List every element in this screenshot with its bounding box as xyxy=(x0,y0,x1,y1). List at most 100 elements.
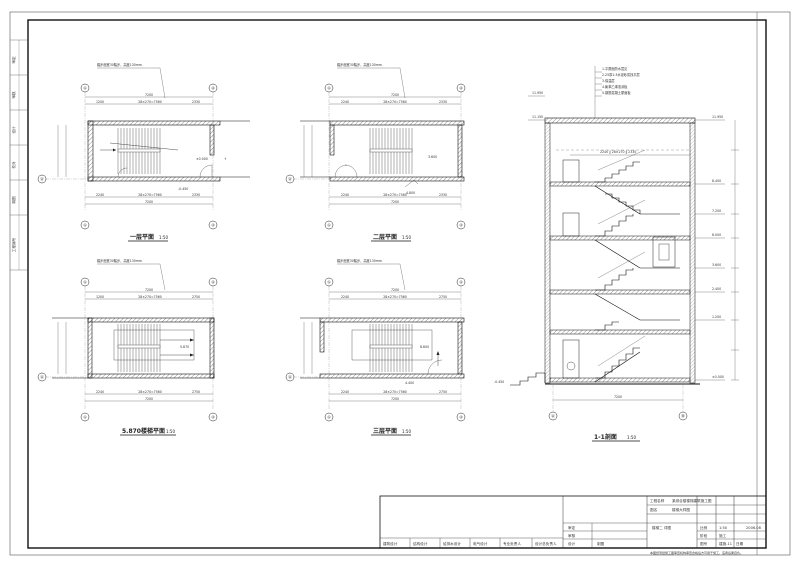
level-mark: 11.950 xyxy=(532,91,543,95)
level-mark: -0.450 xyxy=(178,187,188,191)
stage-label: 阶段 xyxy=(700,533,708,538)
dimension-text: 7200 xyxy=(391,288,399,292)
view-scale: 1:50 xyxy=(627,435,636,440)
margin-label-strip: 审定 审核 设计 校对 制图 工程编号 xyxy=(10,39,28,271)
dimension-text: 2750 xyxy=(439,390,447,394)
dimension-text: 7200 xyxy=(391,200,399,204)
roof-note: 4.聚苯乙烯泡沫板 xyxy=(602,84,628,89)
axis-bubble: Ⓐ xyxy=(288,176,292,182)
roof-note: 2.25厚1:3水泥砂浆找平层 xyxy=(602,72,640,77)
date-label: 日期 xyxy=(736,541,744,546)
role-label: 审核 xyxy=(568,533,576,538)
dimension-text: 2240 xyxy=(341,390,349,394)
dimension-text: 2750 xyxy=(192,295,200,299)
dimension-text: 28×270=7560 xyxy=(383,295,407,299)
scale-label: 比例 xyxy=(700,525,708,530)
axis-bubble: ② xyxy=(459,86,463,91)
margin-label: 制图 xyxy=(11,196,16,204)
dimension-text: 28×270=7560 xyxy=(383,100,407,104)
axis-bubble: Ⓐ xyxy=(288,374,292,380)
svg-text:2240 ‖ 28×270 ‖ 2330: 2240 ‖ 28×270 ‖ 2330 xyxy=(600,150,636,154)
view-scale: 1:50 xyxy=(159,235,168,240)
level-mark: 11.150 xyxy=(532,115,543,119)
drawing-label: 图名 xyxy=(650,507,658,512)
section-view: 1.平屋面防水层见 2.25厚1:3水泥砂浆找平层 3.保温层 4.聚苯乙烯泡沫… xyxy=(494,66,739,442)
dimension-text: 7200 xyxy=(391,397,399,401)
dimension-text: 1200 xyxy=(96,295,104,299)
plan-view-landing: 踏步面宽30踏步，高度130mm ① ② 7200 1200 28×270=75… xyxy=(37,258,218,436)
dimension-text: 1200 xyxy=(96,100,104,104)
axis-bubble: ① xyxy=(327,223,331,228)
level-mark: 8.400 xyxy=(712,179,721,183)
dimension-text: 28×270=7560 xyxy=(138,193,162,197)
dimension-text: 2240 xyxy=(341,295,349,299)
view-title: 1-1剖面 xyxy=(594,433,617,441)
dimension-text: 2240 xyxy=(96,390,104,394)
dimension-text: 7200 xyxy=(145,288,153,292)
bottom-cell: 建筑设计 xyxy=(383,541,398,546)
dimension-text: 7200 xyxy=(145,200,153,204)
margin-label: 校对 xyxy=(11,161,16,169)
level-mark: 2.400 xyxy=(712,287,721,291)
svg-text:↑: ↑ xyxy=(224,157,227,161)
dimension-text: 2330 xyxy=(192,100,200,104)
bottom-cell: 给排水设计 xyxy=(443,541,461,546)
axis-bubble: ② xyxy=(459,280,463,285)
project-name: 某综合楼楼梯建筑施工图 xyxy=(672,498,712,503)
role-label: 审定 xyxy=(568,525,576,530)
plan-note: 踏步面宽30踏步，高度130mm xyxy=(97,258,142,263)
level-mark: 3.600 xyxy=(428,155,437,159)
margin-label: 审定 xyxy=(11,56,16,64)
dimension-text: 7200 xyxy=(145,93,153,97)
level-mark: ±0.000 xyxy=(712,375,724,379)
dimension-text: 28×270=7560 xyxy=(138,295,162,299)
margin-label: 设计 xyxy=(11,126,16,134)
sheet-label: 楼梯二 详图 xyxy=(652,525,672,530)
axis-bubble: Ⓐ xyxy=(551,413,555,419)
view-title: 5.870楼梯平面 xyxy=(122,427,165,435)
axis-bubble: ② xyxy=(211,86,215,91)
axis-bubble: ① xyxy=(327,86,331,91)
dimension-text: 28×270=7560 xyxy=(138,390,162,394)
title-block: 工程名称 某综合楼楼梯建筑施工图 图名 楼梯大样图 楼梯二 详图 审定 审核 设… xyxy=(379,495,767,555)
view-scale: 1:50 xyxy=(402,235,411,240)
level-mark: 7.200 xyxy=(712,209,721,213)
axis-bubble: ① xyxy=(83,415,87,420)
project-label: 工程名称 xyxy=(650,498,665,503)
dimension-text: 28×270=7560 xyxy=(138,100,162,104)
view-title: 三层平面 xyxy=(373,427,397,435)
view-title: 二层平面 xyxy=(373,233,397,241)
role-label: 制图 xyxy=(597,541,605,546)
number-label: 图号 xyxy=(700,541,708,546)
axis-bubble: ① xyxy=(83,86,87,91)
dimension-text: 28×270=7560 xyxy=(383,390,407,394)
plan-view-second-floor: 踏步面宽30踏步，高度130mm ① ② 7200 2240 28×270=75… xyxy=(285,62,466,242)
bottom-cell: 电气设计 xyxy=(473,541,488,546)
level-mark: 4.400 xyxy=(405,381,414,385)
plan-note: 踏步面宽30踏步，高度130mm xyxy=(337,258,382,263)
footer-note: 本图纸须经施工图审查机构审查合格后方可用于施工，违者后果自负。 xyxy=(650,550,743,555)
roof-note: 1.平屋面防水层见 xyxy=(602,66,628,71)
axis-bubble: ② xyxy=(459,415,463,420)
ground-level: -0.450 xyxy=(494,380,504,384)
level-mark: 11.950 xyxy=(712,115,723,119)
level-mark: 4.800 xyxy=(406,191,415,195)
view-title: 一层平面 xyxy=(130,233,154,241)
plan-note: 踏步面宽30踏步，高度130mm xyxy=(97,62,142,67)
plan-view-third-floor: 踏步面宽30踏步，高度130mm ① ② 7200 2240 28×270=75… xyxy=(285,258,466,436)
level-mark: 6.000 xyxy=(712,233,721,237)
dimension-text: 2240 xyxy=(341,193,349,197)
plan-view-first-floor: 踏步面宽30踏步，高度130mm ① ② 7200 1200 28×270=75… xyxy=(37,62,250,242)
axis-bubble: ② xyxy=(459,223,463,228)
plan-note: 踏步面宽30踏步，高度130mm xyxy=(337,62,382,67)
axis-bubble: ① xyxy=(83,223,87,228)
level-mark: 8.600 xyxy=(420,345,429,349)
dimension-text: 2330 xyxy=(192,193,200,197)
level-mark: 3.600 xyxy=(712,263,721,267)
dimension-text: 28×270=7560 xyxy=(383,193,407,197)
roof-notes: 1.平屋面防水层见 2.25厚1:3水泥砂浆找平层 3.保温层 4.聚苯乙烯泡沫… xyxy=(594,66,640,118)
axis-bubble: ② xyxy=(211,415,215,420)
dimension-text: 7200 xyxy=(145,397,153,401)
bottom-cell: 结构设计 xyxy=(413,541,428,546)
